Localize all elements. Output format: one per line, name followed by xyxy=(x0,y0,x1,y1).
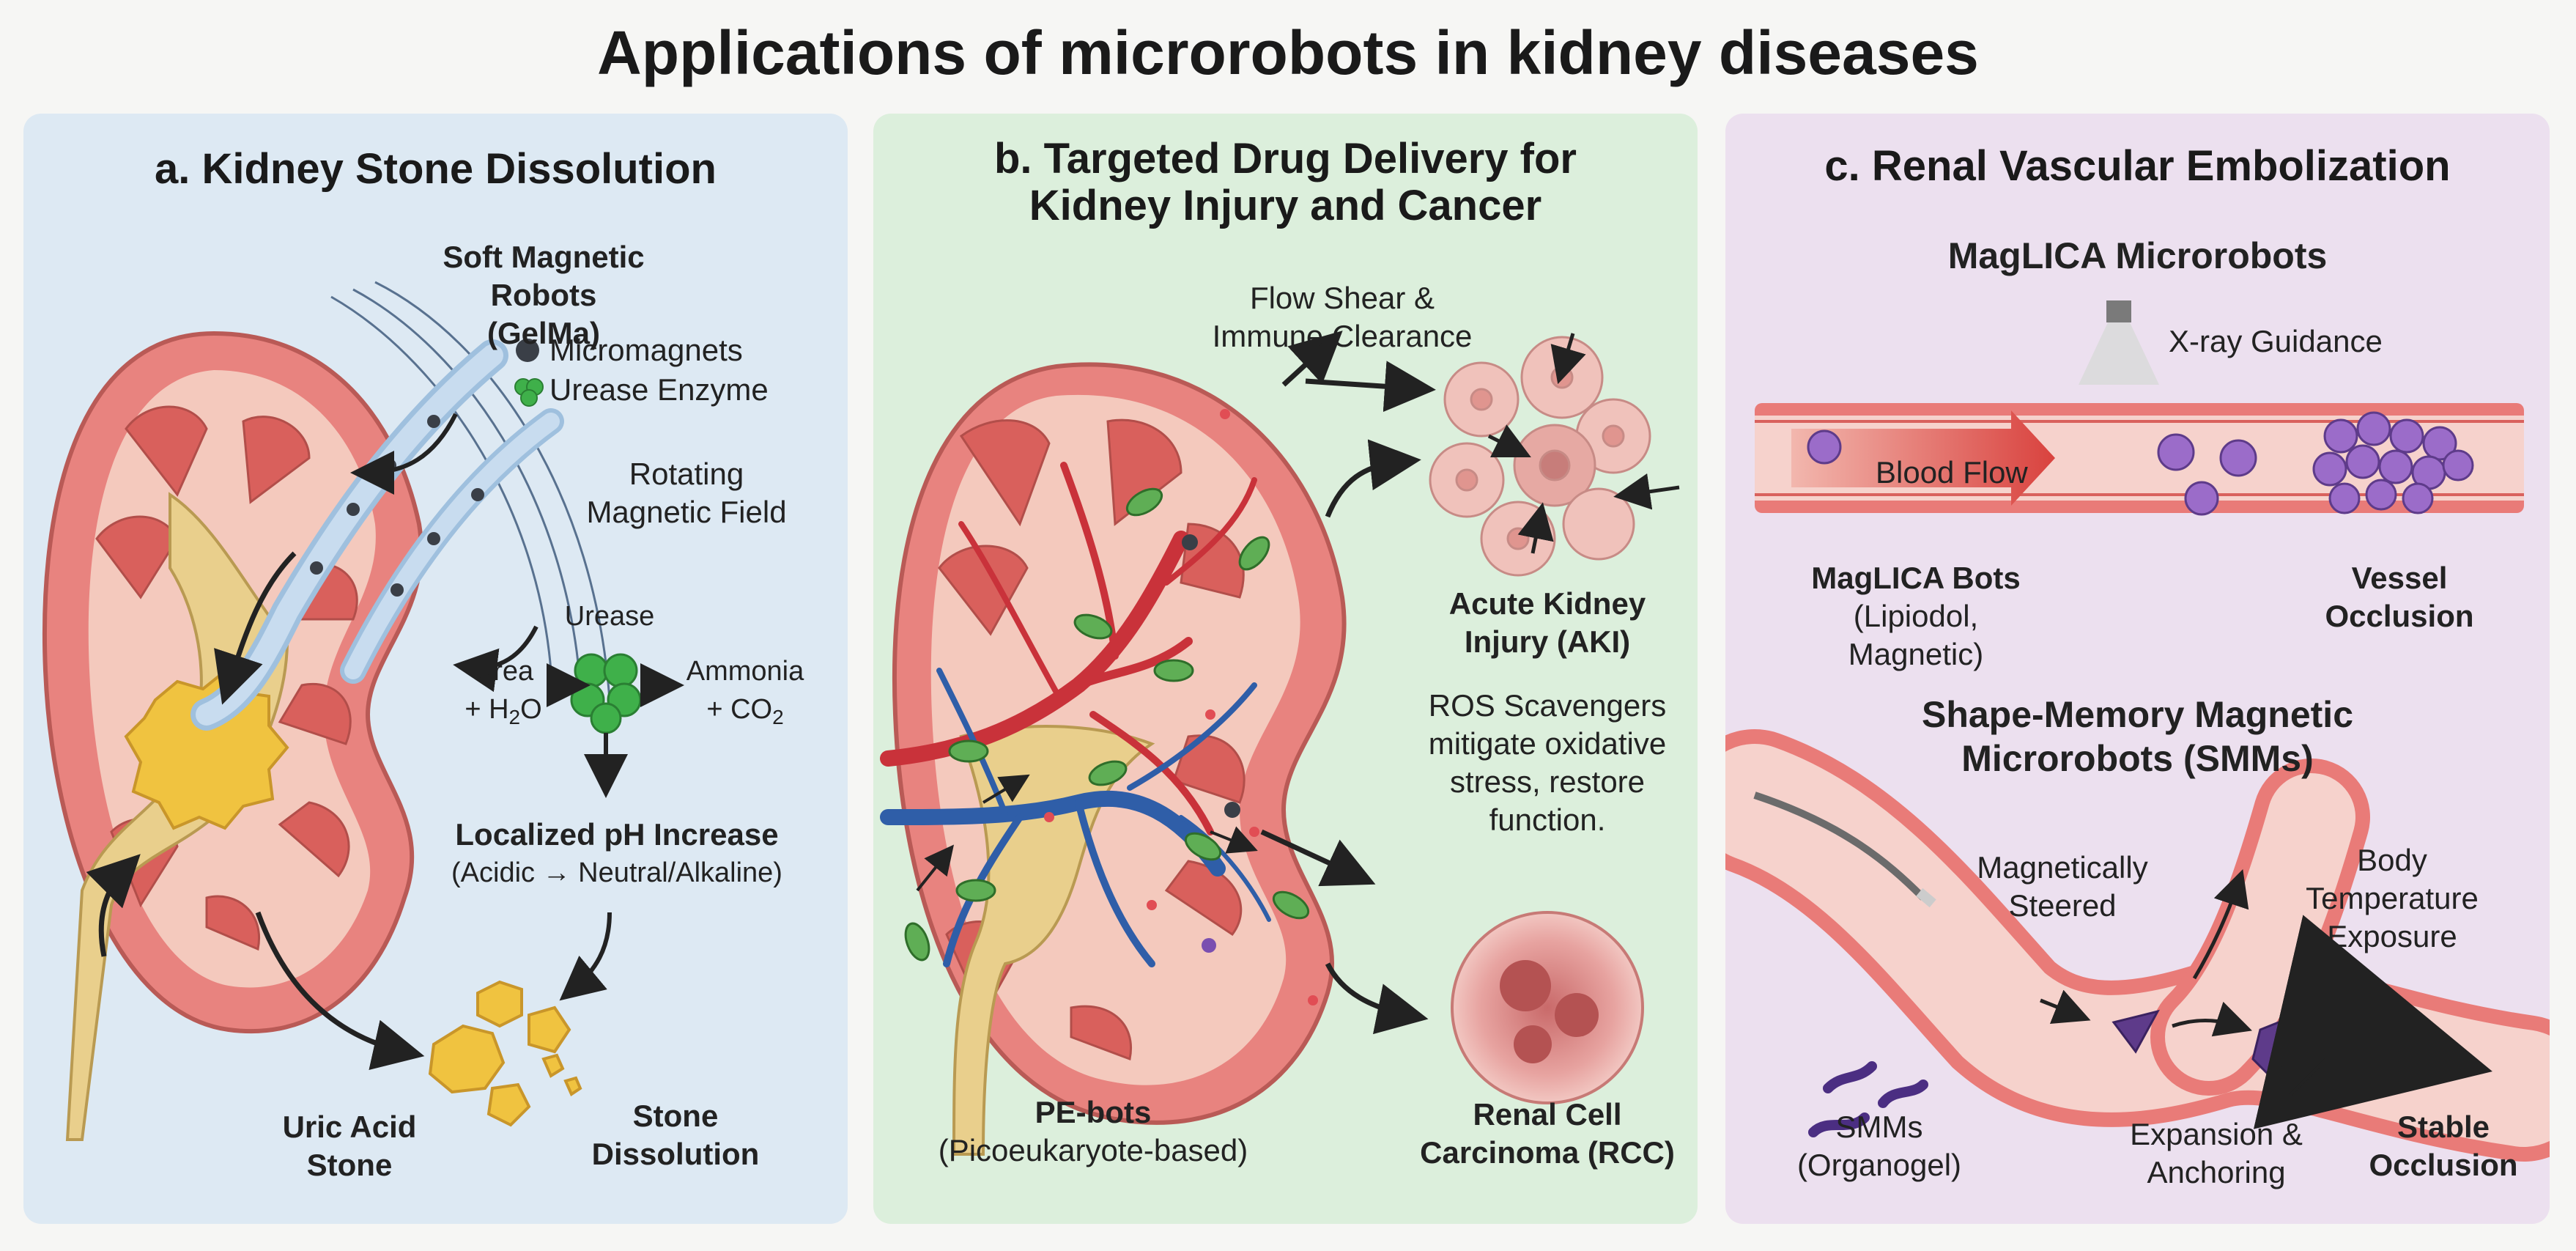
urease-enzyme-reaction-icon xyxy=(570,653,642,734)
xray-source-icon xyxy=(2079,300,2159,385)
figure-title: Applications of microrobots in kidney di… xyxy=(597,18,1979,87)
arrow-cell-2 xyxy=(1487,424,1531,457)
arrow-inner-2 xyxy=(916,844,954,892)
panel-c-title: c. Renal Vascular Embolization xyxy=(1824,142,2451,190)
arrow-steered-1 xyxy=(2040,989,2091,1025)
arrow-ph-to-dissolution xyxy=(559,912,612,1001)
drug-delivery-illustration xyxy=(880,331,1680,1156)
occlusion-cluster xyxy=(2312,411,2474,514)
smms-label: SMMs(Organogel) xyxy=(1796,1110,1962,1182)
arrow-branch-up xyxy=(2192,869,2249,980)
legend-urease-label: Urease Enzyme xyxy=(549,372,769,407)
anchoring-line-2 xyxy=(2288,1058,2328,1097)
particle-dark xyxy=(1182,534,1198,550)
arrow-flow-shear-to-aki xyxy=(1305,361,1436,413)
arrow-robots-to-kidney xyxy=(350,413,458,495)
arrow-field xyxy=(453,625,538,693)
stone-fragments xyxy=(428,980,582,1127)
panel-renal-vascular-embolization: c. Renal Vascular Embolization MagLICA M… xyxy=(1725,114,2550,1224)
arrow-inner-3 xyxy=(982,774,1030,804)
maglica-title: MagLICA Microrobots xyxy=(1947,235,2328,276)
panel-kidney-stone-dissolution: a. Kidney Stone Dissolution Soft Magneti… xyxy=(23,114,848,1224)
urease-enzyme-icon xyxy=(514,378,544,407)
arrow-tube-into-pelvis xyxy=(214,551,297,705)
kidney-cross-section xyxy=(892,362,1347,1156)
aki-cell-cluster xyxy=(1429,336,1651,577)
reactant-label: Urea + H2O xyxy=(465,656,542,728)
particle-purple xyxy=(1202,938,1216,953)
expansion-anchoring-label: Expansion &Anchoring xyxy=(2130,1117,2303,1189)
kidney-stone-illustration xyxy=(42,281,684,1141)
arrow-cell-3 xyxy=(1613,473,1680,510)
arrow-inner-1 xyxy=(1210,826,1258,854)
particle-dark-2 xyxy=(1224,802,1240,818)
smm-in-vessel xyxy=(2111,1009,2160,1054)
panel-a-title: a. Kidney Stone Dissolution xyxy=(155,145,717,193)
occlusion-arrow xyxy=(2253,915,2492,1129)
arrow-cell-1 xyxy=(1550,333,1586,385)
pe-bots xyxy=(904,487,1310,962)
arrow-to-flow-shear xyxy=(1281,331,1343,387)
arrow-steered-2 xyxy=(2172,1001,2252,1037)
embolization-illustration xyxy=(1725,300,2550,1162)
pe-bots-label: PE-bots(Picoeukaryote-based) xyxy=(938,1095,1248,1167)
ph-detail: (Acidic → Neutral/Alkaline) xyxy=(451,857,782,888)
ph-title: Localized pH Increase xyxy=(455,817,779,852)
maglica-bots xyxy=(1807,429,2257,516)
product-label: Ammonia + CO2 xyxy=(686,656,804,728)
smm-robots xyxy=(1808,1061,1928,1137)
catheter-tip xyxy=(1916,887,1936,908)
catheter xyxy=(1753,791,1926,901)
arrow-ureter-up xyxy=(86,854,141,957)
legend-micromagnets-label: Micromagnets xyxy=(549,333,743,367)
arrow-stone-to-dissolution xyxy=(255,911,425,1071)
flow-shear-label: Flow Shear &Immune Clearance xyxy=(1212,281,1473,353)
maglica-bots-label: MagLICA Bots(Lipiodol, Magnetic) xyxy=(1811,561,2021,671)
arrow-cell-4 xyxy=(1517,502,1554,554)
rcc-tumor xyxy=(1451,911,1644,1104)
anchoring-line-1 xyxy=(2281,1066,2291,1096)
arrow-to-rcc-2 xyxy=(1325,962,1429,1035)
arrow-kidney-to-aki xyxy=(1325,439,1421,518)
enzyme-label: Urease xyxy=(564,601,655,632)
xray-guidance-label: X-ray Guidance xyxy=(2169,324,2383,358)
micromagnet-icon xyxy=(516,339,539,362)
blood-flow-label: Blood Flow xyxy=(1876,455,2028,490)
arrow-to-rcc-1 xyxy=(1260,829,1376,887)
blood-flow-arrow xyxy=(1791,410,2055,506)
